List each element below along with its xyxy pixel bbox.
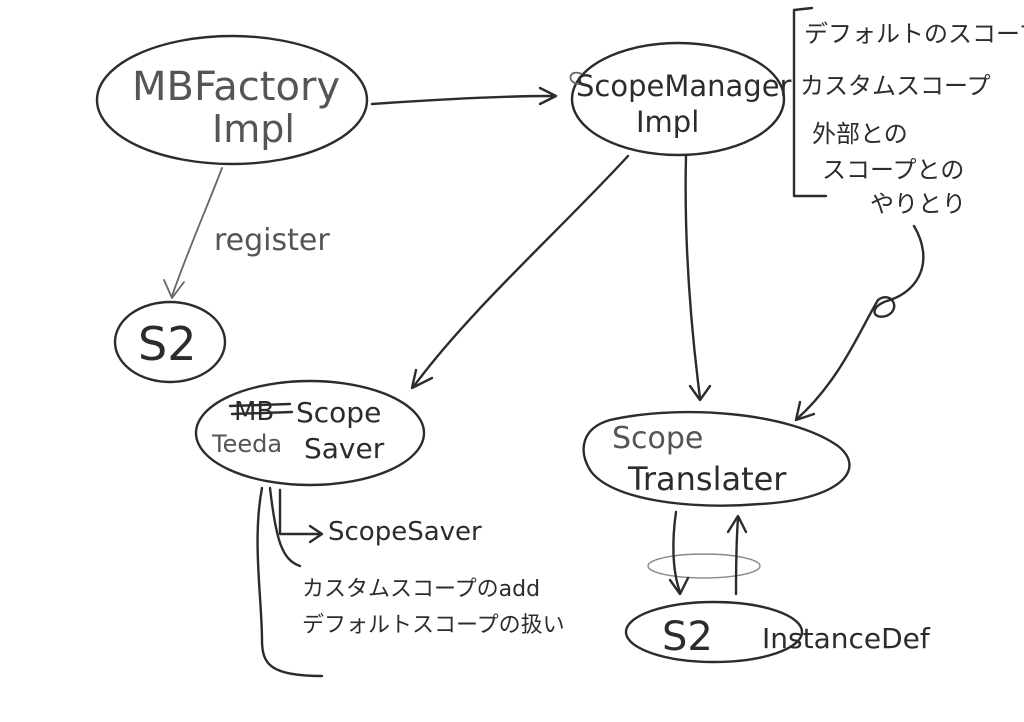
edge-saver-to-scopesaver-text: ScopeSaver	[278, 488, 482, 547]
edge-notes-to-translater	[794, 224, 925, 422]
edge-line	[171, 167, 223, 297]
saver-notes-branch	[268, 486, 302, 568]
scope-manager-scribble	[569, 71, 583, 85]
strikethrough-mark	[228, 402, 294, 416]
saver-notes: カスタムスコープのadd デフォルトスコープの扱い	[256, 486, 565, 678]
arrowhead	[538, 86, 558, 106]
arrowhead	[794, 400, 816, 422]
s2-instancedef-ellipse	[624, 600, 804, 664]
mbfactory-label-line1: MBFactory	[132, 64, 340, 110]
up-arrow-line	[734, 516, 740, 596]
saver-note-default-handling: デフォルトスコープの扱い	[302, 613, 565, 638]
node-scope-translater: Scope Translater	[582, 410, 851, 507]
node-s2-instancedef: S2 InstanceDef	[624, 600, 931, 664]
note-external-3: やりとり	[870, 190, 966, 218]
scope-manager-label-line1: ScopeManager	[576, 69, 792, 103]
note-custom-scope: カスタムスコープ	[800, 72, 991, 100]
edge-scopemanager-to-translater	[684, 154, 712, 402]
note-default-scope: デフォルトのスコープ	[804, 20, 1024, 48]
edge-line	[370, 94, 554, 106]
mbfactory-label-line2: Impl	[212, 107, 295, 151]
arrowhead	[163, 279, 185, 299]
down-arrow-line	[672, 510, 682, 594]
saver-notes-bracket	[256, 486, 324, 678]
mbfactory-ellipse	[95, 34, 369, 166]
down-arrowhead	[668, 576, 690, 596]
s2-instancedef-rest: InstanceDef	[762, 622, 931, 655]
scopesaver-arrow-label: ScopeSaver	[328, 517, 482, 547]
scope-saver-left-label: Teeda	[211, 430, 282, 458]
scope-translater-ellipse	[582, 410, 851, 507]
edge-line	[796, 224, 925, 420]
scope-saver-label-line1: Scope	[296, 396, 381, 429]
node-scope-manager-impl: ScopeManager Impl	[569, 41, 792, 157]
up-arrowhead	[726, 514, 748, 534]
edge-line	[684, 154, 702, 400]
scope-manager-notes: デフォルトのスコープ カスタムスコープ 外部との スコープとの やりとり	[792, 6, 1024, 218]
scope-manager-ellipse	[570, 41, 786, 157]
loop-ellipse	[647, 553, 761, 579]
edge-line	[278, 488, 322, 536]
note-external-2: スコープとの	[822, 156, 964, 184]
s2-label: S2	[138, 317, 196, 371]
arrowhead	[410, 368, 434, 390]
scope-saver-ellipse	[194, 379, 426, 487]
scope-saver-label-line2: Saver	[304, 432, 385, 465]
node-scope-saver: MB Scope Teeda Saver	[194, 379, 426, 487]
edge-line	[412, 154, 630, 388]
scope-translater-label-line1: Scope	[612, 421, 703, 456]
register-label: register	[214, 223, 330, 258]
node-s2: S2	[113, 300, 227, 384]
note-external-1: 外部との	[812, 120, 908, 148]
scope-translater-label-line2: Translater	[627, 460, 787, 498]
scope-manager-bracket	[792, 6, 828, 198]
edge-scopemanager-to-scopesaver	[410, 154, 630, 390]
s2-ellipse	[113, 300, 227, 384]
arrowhead	[308, 524, 324, 544]
edge-register: register	[163, 167, 330, 299]
arrowhead	[688, 384, 712, 402]
edge-mbfactory-to-scopemanager	[370, 86, 558, 106]
scope-manager-label-line2: Impl	[636, 105, 699, 139]
node-mbfactory-impl: MBFactory Impl	[95, 34, 369, 166]
s2-instancedef-s2: S2	[662, 614, 713, 660]
edge-translater-instancedef-loop	[647, 510, 761, 596]
saver-note-custom-add: カスタムスコープのadd	[302, 577, 540, 602]
